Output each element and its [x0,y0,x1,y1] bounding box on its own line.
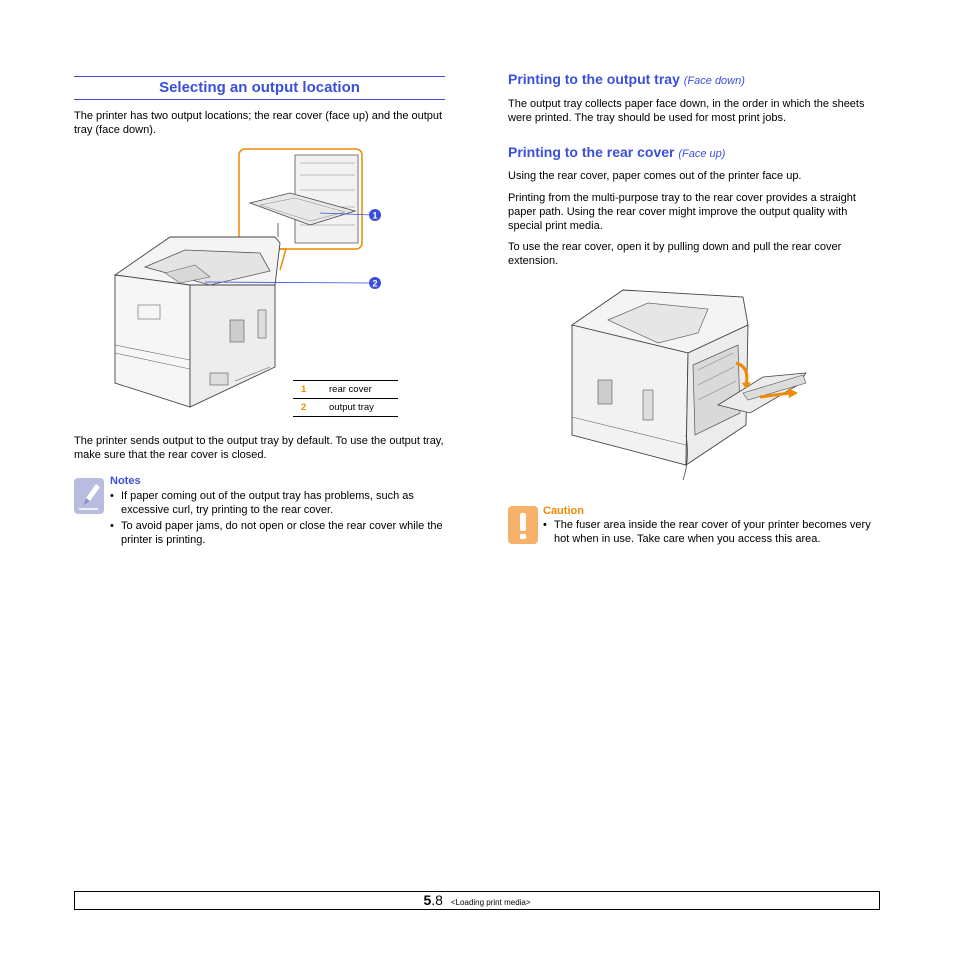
callout-2-marker [369,277,381,289]
rear-cover-paragraph-3: To use the rear cover, open it by pullin… [508,241,842,267]
notes-list: If paper coming out of the output tray h… [108,489,446,547]
page-number: 5.8 [423,892,443,908]
printer-output-figure: 1 2 [113,148,381,408]
legend-row: 2 output tray [293,398,398,417]
rear-cover-paragraph-2: Printing from the multi-purpose tray to … [508,192,856,232]
notes-title: Notes [110,475,141,487]
printer-rear-cover-figure [570,289,807,481]
pencil-note-icon [74,478,104,514]
callout-1-marker [369,209,381,221]
list-item: To avoid paper jams, do not open or clos… [108,519,446,547]
footer-section: <Loading print media> [450,898,531,907]
output-tray-paragraph: The output tray collects paper face down… [508,98,865,124]
rear-cover-paragraph-1: Using the rear cover, paper comes out of… [508,170,802,182]
svg-text:2: 2 [372,279,377,289]
exclamation-icon [508,506,538,544]
default-output-paragraph: The printer sends output to the output t… [74,435,444,461]
intro-paragraph: The printer has two output locations; th… [74,110,443,136]
svg-text:1: 1 [372,211,377,221]
caution-title: Caution [543,505,584,517]
section-heading: Selecting an output location [74,76,445,100]
list-item: The fuser area inside the rear cover of … [541,518,880,546]
figure-legend-table: 1 rear cover 2 output tray [293,380,398,417]
list-item: If paper coming out of the output tray h… [108,489,446,517]
rear-cover-heading: Printing to the rear cover (Face up) [508,144,726,160]
legend-row: 1 rear cover [293,380,398,399]
page-footer: 5.8 <Loading print media> [74,891,880,910]
output-tray-heading: Printing to the output tray (Face down) [508,71,745,87]
caution-list: The fuser area inside the rear cover of … [541,518,880,546]
